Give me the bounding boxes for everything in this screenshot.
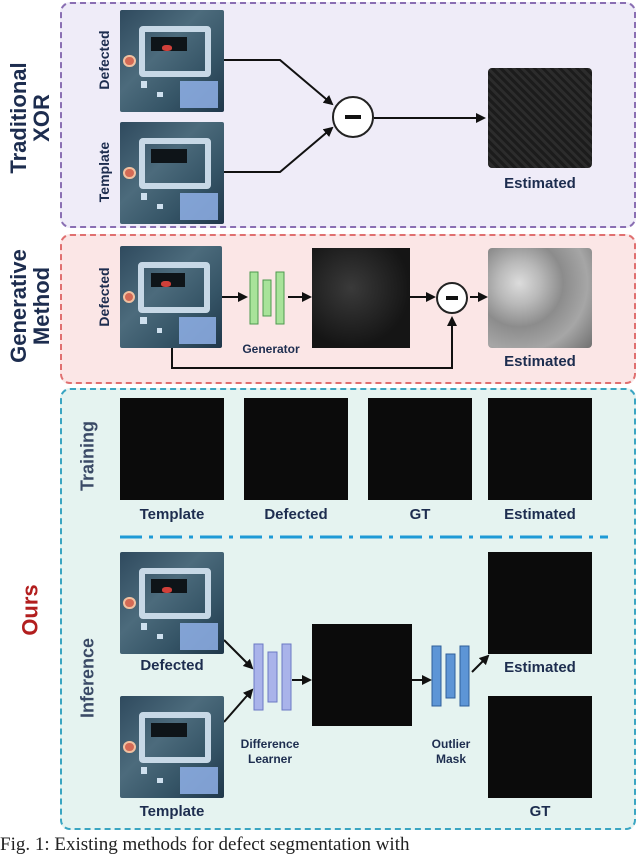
- training-estimated-image: [488, 398, 592, 500]
- gen-defected-caption: Defected: [96, 267, 112, 327]
- generator-caption: Generator: [242, 342, 300, 356]
- figure-caption: Fig. 1: Existing methods for defect segm…: [0, 834, 410, 855]
- inference-label: Inference: [77, 637, 98, 719]
- xor-estimated-image: [488, 68, 592, 168]
- generative-method-label: Generative Method: [5, 249, 54, 363]
- training-defected-image: [244, 398, 348, 500]
- inference-defected-image: [120, 552, 224, 654]
- difference-learner-caption: Difference Learner: [240, 737, 300, 766]
- xor-template-image: [120, 122, 224, 224]
- xor-defected-caption: Defected: [96, 30, 112, 90]
- training-template-image: [120, 398, 224, 500]
- xor-estimated-caption: Estimated: [504, 175, 576, 192]
- xor-subtract-icon: [332, 96, 374, 138]
- gen-generated-image: [312, 248, 410, 348]
- ours-label: Ours: [17, 584, 43, 636]
- inference-gt-caption: GT: [529, 803, 551, 820]
- inference-estimated-image: [488, 552, 592, 654]
- traditional-xor-label: Traditional XOR: [5, 62, 54, 174]
- inference-defected-caption: Defected: [140, 657, 204, 674]
- training-label: Training: [77, 420, 98, 492]
- inference-template-image: [120, 696, 224, 798]
- difference-map-image: [312, 624, 412, 726]
- training-template-caption: Template: [139, 506, 205, 523]
- training-gt-caption: GT: [409, 506, 431, 523]
- gen-estimated-image: [488, 248, 592, 348]
- gen-minus-sign: [446, 296, 458, 300]
- training-defected-caption: Defected: [264, 506, 328, 523]
- gen-defected-image: [120, 246, 222, 348]
- training-gt-image: [368, 398, 472, 500]
- xor-defected-image: [120, 10, 224, 112]
- xor-minus-sign: [345, 115, 361, 119]
- inference-template-caption: Template: [139, 803, 205, 820]
- xor-template-caption: Template: [96, 141, 112, 203]
- outlier-mask-caption: Outlier Mask: [431, 737, 471, 766]
- inference-gt-image: [488, 696, 592, 798]
- gen-estimated-caption: Estimated: [504, 353, 576, 370]
- inference-estimated-caption: Estimated: [504, 659, 576, 676]
- training-estimated-caption: Estimated: [504, 506, 576, 523]
